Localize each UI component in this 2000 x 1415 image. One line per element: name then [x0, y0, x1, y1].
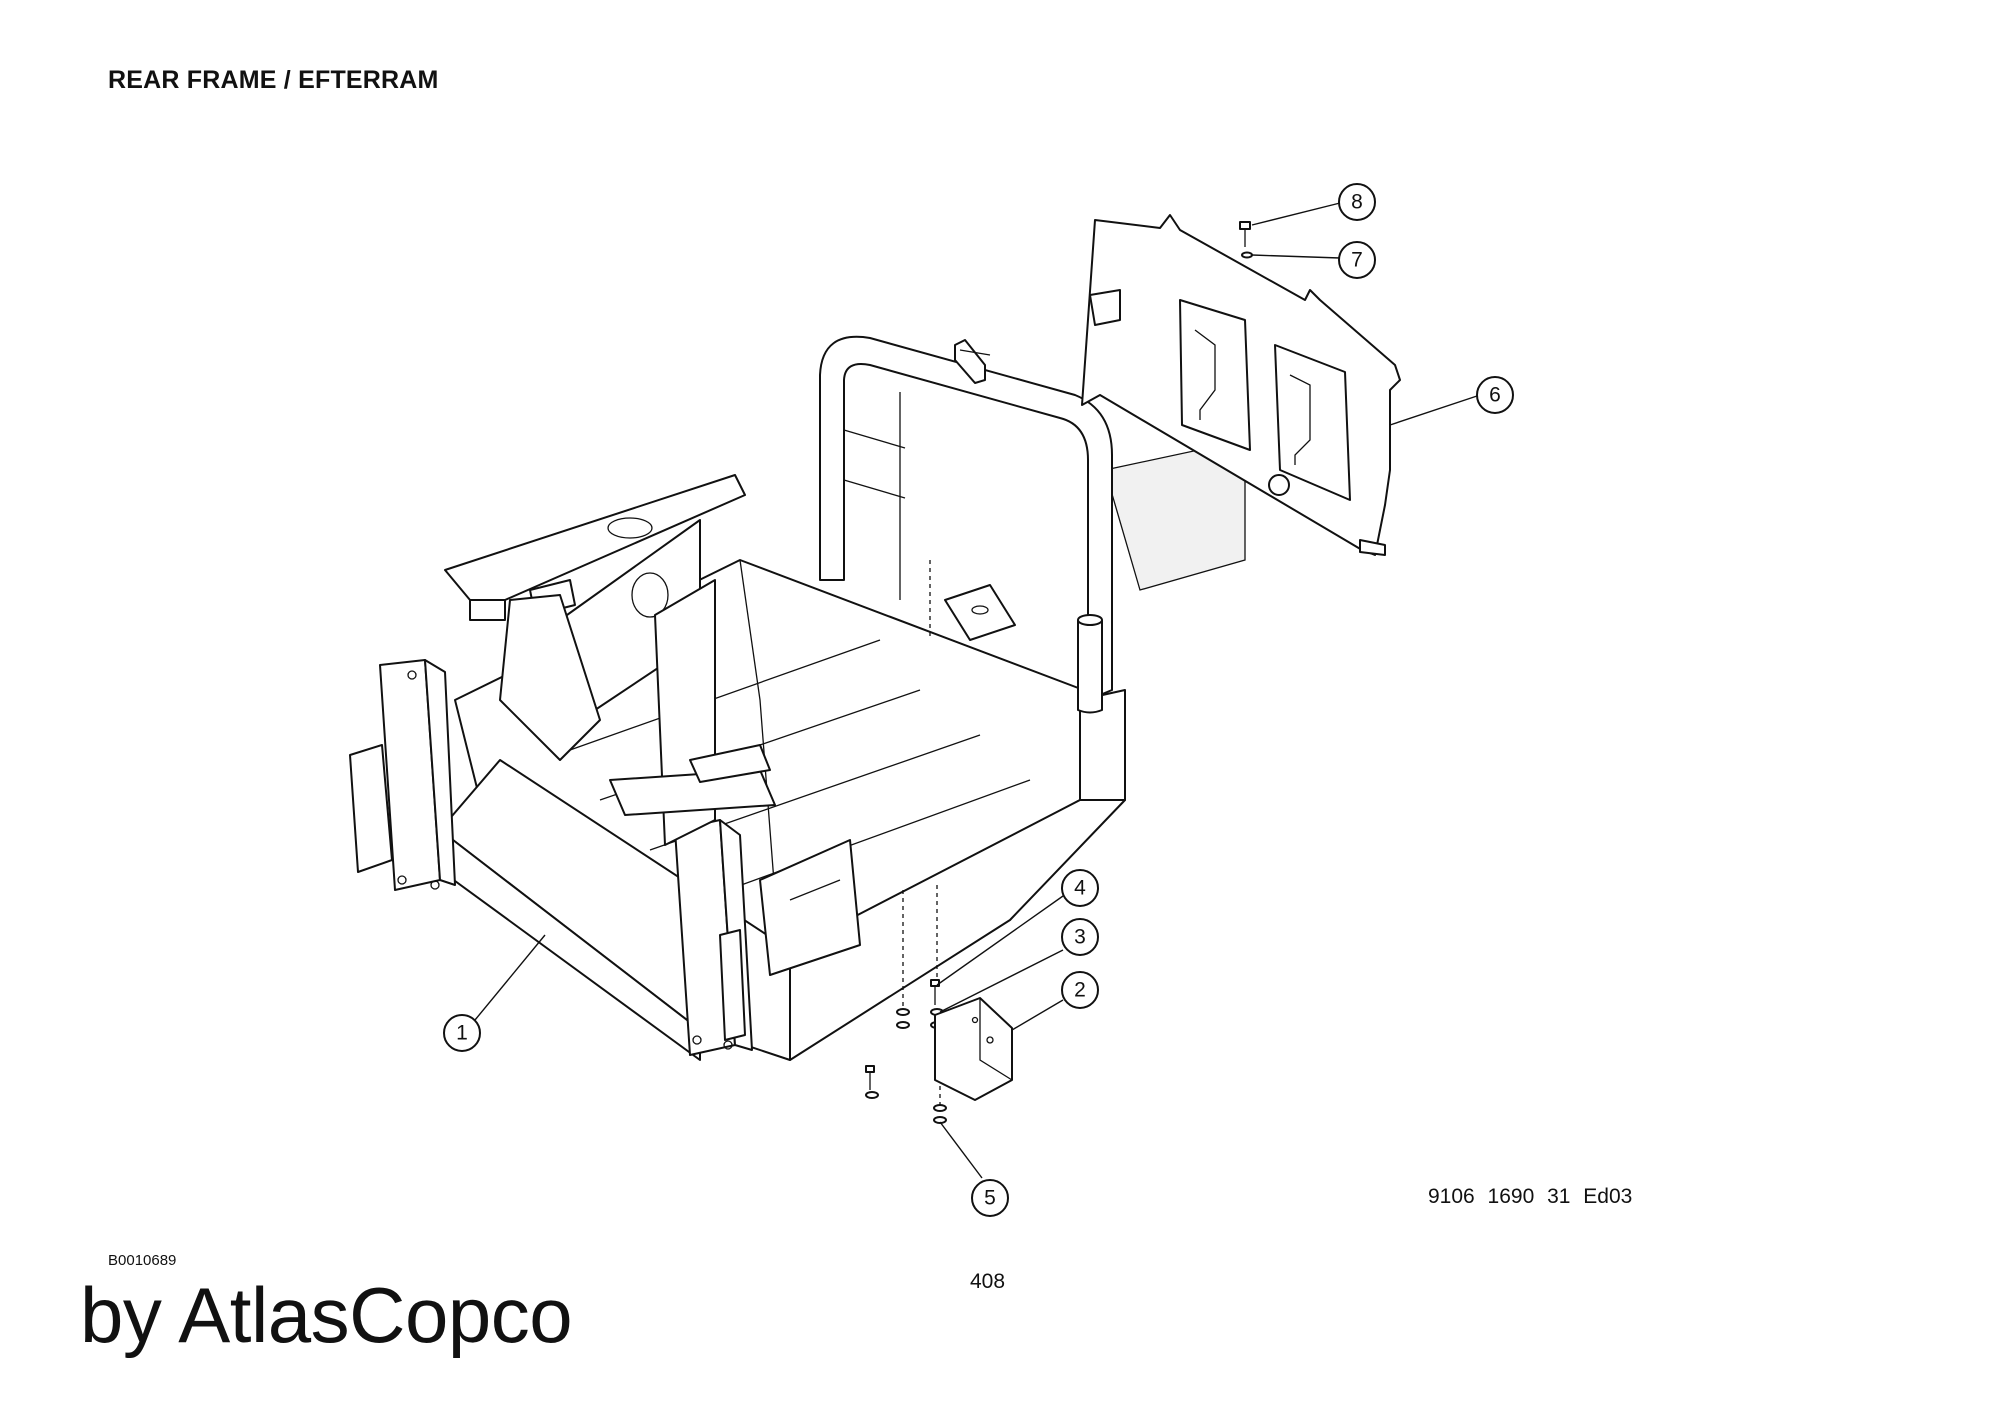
upper-mount-plate	[444, 474, 746, 761]
callout-label: 7	[1351, 249, 1363, 272]
hardware-fasteners	[865, 221, 1253, 1124]
callout-6: 6	[1476, 376, 1514, 414]
callout-label: 8	[1351, 191, 1363, 214]
callout-label: 5	[984, 1187, 996, 1210]
callout-2: 2	[1061, 971, 1099, 1009]
callout-1: 1	[443, 1014, 481, 1052]
callout-label: 2	[1074, 979, 1086, 1002]
callout-3: 3	[1061, 918, 1099, 956]
center-support	[609, 579, 776, 846]
callout-8: 8	[1338, 183, 1376, 221]
document-number: 9106 1690 31 Ed03	[1428, 1185, 1633, 1208]
leader-lines	[474, 202, 1478, 1179]
callout-7: 7	[1338, 241, 1376, 279]
callout-4: 4	[1061, 869, 1099, 907]
top-u-bracket	[954, 339, 991, 384]
callout-label: 1	[456, 1022, 468, 1045]
cover-plate	[934, 997, 1013, 1101]
page-title: REAR FRAME / EFTERRAM	[108, 66, 439, 94]
drawing-id: B0010689	[108, 1252, 177, 1269]
callout-5: 5	[971, 1179, 1009, 1217]
front-post	[674, 819, 753, 1056]
rear-cover-panel	[1081, 214, 1401, 556]
page-number: 408	[970, 1270, 1006, 1293]
roll-bar	[819, 335, 1113, 714]
left-post	[349, 659, 456, 891]
callout-label: 4	[1074, 877, 1086, 900]
brand-text: by AtlasCopco	[80, 1271, 573, 1359]
callout-label: 3	[1074, 926, 1086, 949]
callout-label: 6	[1489, 384, 1501, 407]
